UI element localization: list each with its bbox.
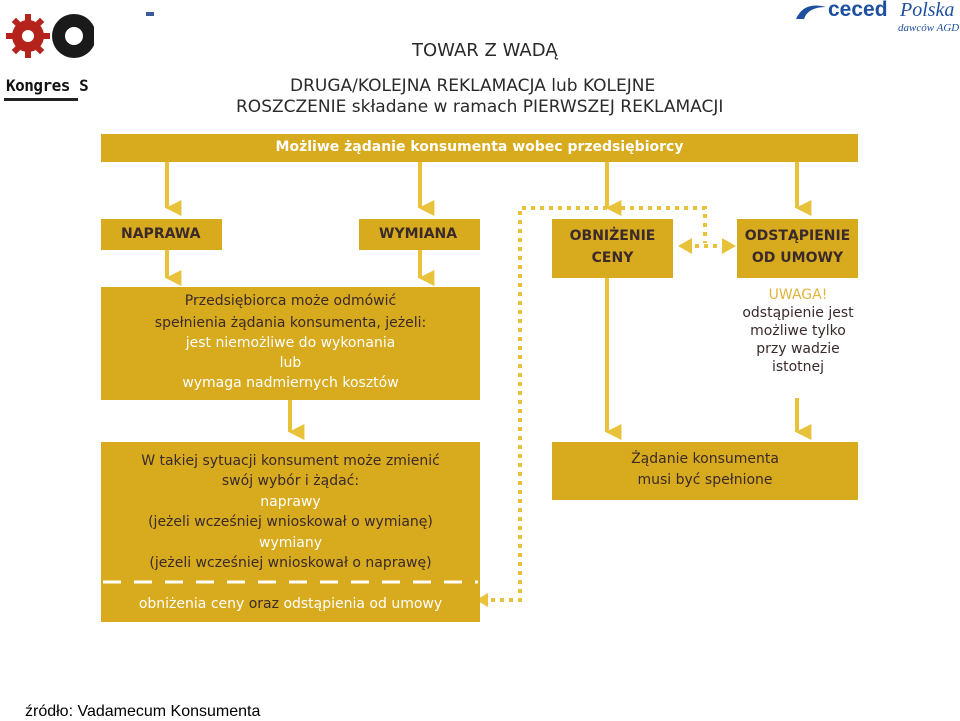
change-bottom-b: oraz	[244, 596, 284, 612]
top-box-label: Możliwe żądanie konsumenta wobec przedsi…	[275, 139, 684, 155]
kongres-logo: Kongres S	[4, 2, 94, 101]
warning-line4: przy wadzie	[756, 341, 840, 357]
warning-line1: UWAGA!	[768, 287, 828, 303]
top-box: Możliwe żądanie konsumenta wobec przedsi…	[101, 134, 858, 162]
warning-note: UWAGA! odstąpienie jest możliwe tylko pr…	[720, 287, 876, 375]
title-line2: DRUGA/KOLEJNA REKLAMACJA lub KOLEJNE	[290, 76, 656, 96]
gear-icon	[6, 14, 94, 58]
warning-line5: istotnej	[771, 359, 825, 375]
must-box: Żądanie konsumenta musi być spełnione	[552, 442, 858, 500]
swoosh-icon	[796, 5, 826, 19]
ceced-brand: ceced	[828, 0, 888, 21]
option-obnizenie-l2: CENY	[591, 250, 634, 266]
change-line1: W takiej sytuacji konsument może zmienić	[141, 453, 440, 469]
logo-underline	[4, 98, 78, 101]
refuse-line2: spełnienia żądania konsumenta, jeżeli:	[154, 315, 427, 331]
ceced-subtitle: dawców AGD	[898, 22, 960, 34]
arrowhead-left	[678, 238, 692, 254]
option-odstapienie-l1: ODSTĄPIENIE	[744, 228, 851, 244]
option-odstapienie-l2: OD UMOWY	[751, 250, 844, 266]
option-wymiana: WYMIANA	[359, 219, 480, 250]
change-line2: swój wybór i żądać:	[221, 473, 360, 489]
option-obnizenie: OBNIŻENIE CENY	[552, 219, 673, 278]
must-line2: musi być spełnione	[637, 472, 773, 488]
dashed-separator	[103, 580, 478, 584]
change-line4: (jeżeli wcześniej wnioskował o wymianę)	[148, 514, 433, 530]
refuse-line5: wymaga nadmiernych kosztów	[182, 375, 399, 391]
arrowhead-bottom-left	[476, 593, 488, 607]
option-naprawa: NAPRAWA	[101, 219, 222, 250]
ceced-logo: ceced Polska dawców AGD	[792, 0, 960, 40]
change-line5: wymiany	[259, 535, 322, 551]
change-bottom-a: obniżenia ceny	[138, 596, 245, 612]
change-bottom-line: obniżenia ceny oraz odstąpienia od umowy	[101, 596, 480, 612]
refuse-line1: Przedsiębiorca może odmówić	[184, 293, 397, 309]
refuse-line3: jest niemożliwe do wykonania	[185, 335, 396, 351]
logo-dash	[146, 12, 154, 16]
change-line3: naprawy	[260, 494, 321, 510]
source-note: źródło: Vadamecum Konsumenta	[25, 703, 261, 720]
title-line1: TOWAR Z WADĄ	[412, 40, 558, 61]
title-line3: ROSZCZENIE składane w ramach PIERWSZEJ R…	[236, 97, 724, 117]
polska-brand: Polska	[900, 0, 955, 21]
kongres-logo-text: Kongres S	[6, 76, 89, 95]
change-line6: (jeżeli wcześniej wnioskował o naprawę)	[149, 555, 432, 571]
option-wymiana-label: WYMIANA	[379, 226, 458, 242]
must-line1: Żądanie konsumenta	[631, 451, 779, 467]
option-odstapienie: ODSTĄPIENIE OD UMOWY	[737, 219, 858, 278]
change-box: W takiej sytuacji konsument może zmienić…	[101, 442, 480, 622]
refuse-line4: lub	[279, 355, 302, 371]
option-naprawa-label: NAPRAWA	[121, 226, 201, 242]
arrowhead-right	[722, 238, 736, 254]
refuse-box: Przedsiębiorca może odmówić spełnienia ż…	[101, 287, 480, 400]
warning-line3: możliwe tylko	[750, 323, 846, 339]
option-obnizenie-l1: OBNIŻENIE	[569, 228, 656, 244]
change-bottom-c: odstąpienia od umowy	[283, 596, 443, 612]
warning-line2: odstąpienie jest	[742, 305, 854, 321]
